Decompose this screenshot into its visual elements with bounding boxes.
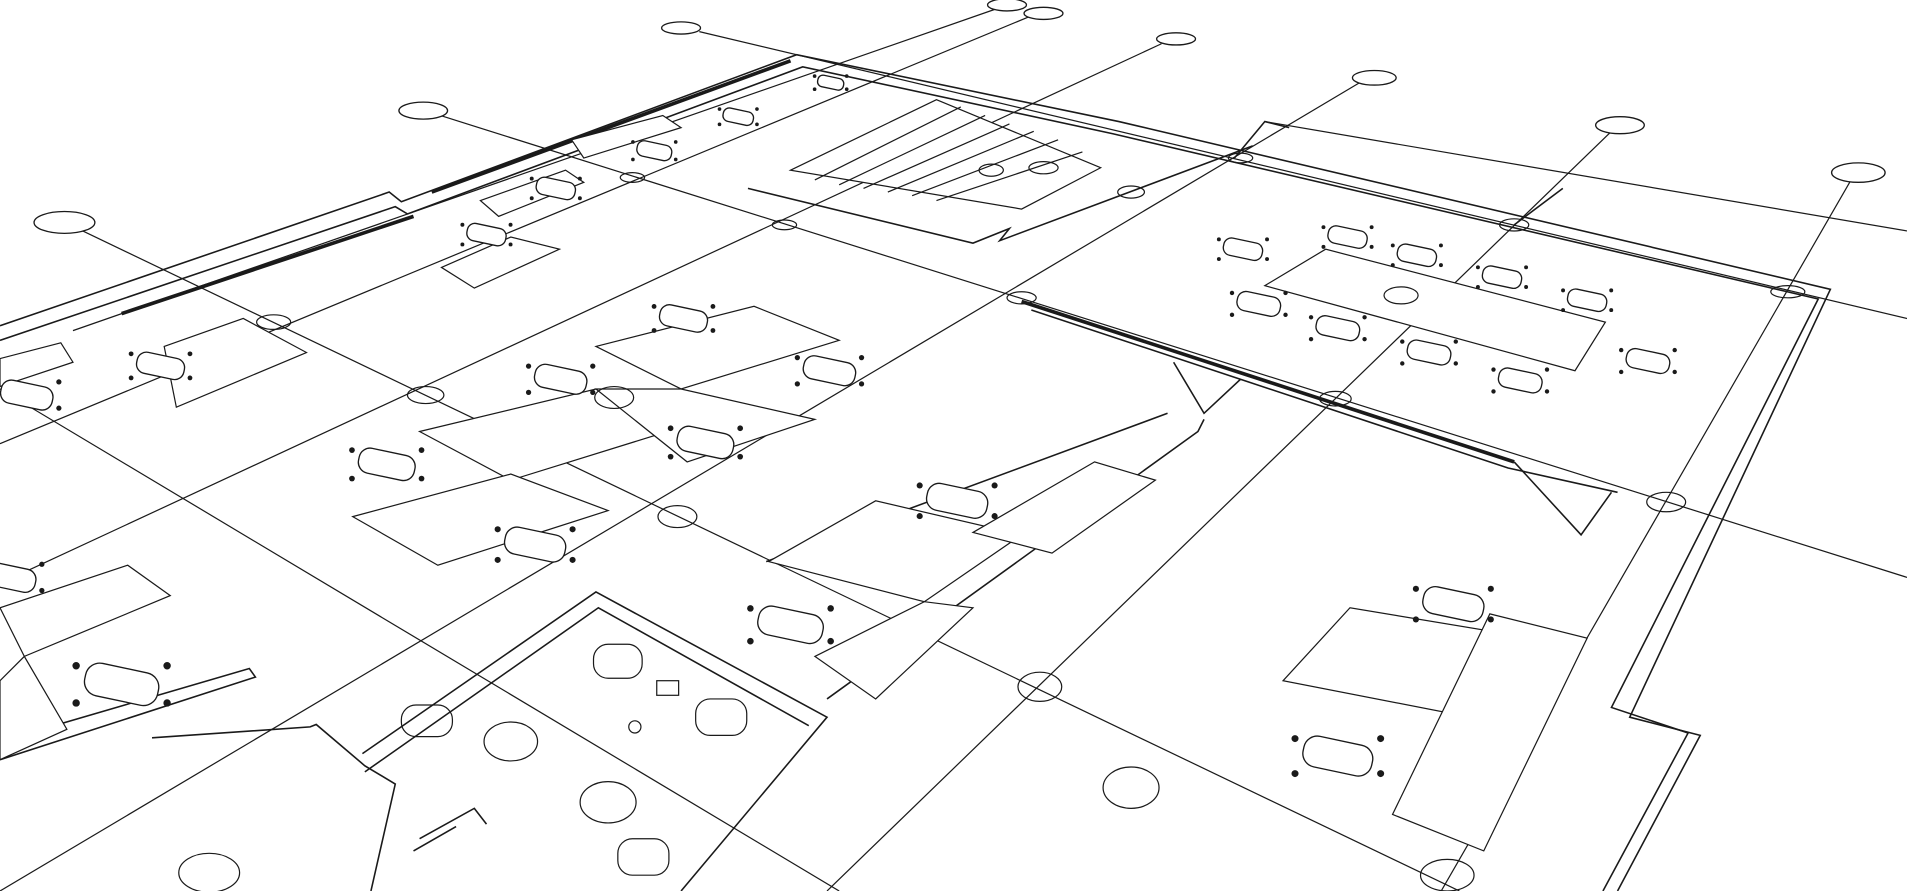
- chair-icon: [667, 425, 744, 460]
- chair-icon: [1412, 585, 1494, 623]
- chair-icon: [1390, 243, 1443, 268]
- chair-icon: [529, 176, 582, 201]
- chair-icon: [1308, 315, 1367, 342]
- bathroom-fixtures: [400, 643, 748, 876]
- round-tables: [178, 286, 1419, 891]
- chair-icon: [631, 140, 678, 162]
- chair-icon: [747, 605, 834, 645]
- chair-icon: [494, 526, 576, 563]
- chair-icon: [128, 351, 193, 381]
- chair-icon: [0, 379, 62, 411]
- chair-icon: [1216, 237, 1270, 262]
- stairs: [788, 99, 1146, 210]
- chair-icon: [651, 304, 716, 333]
- chair-icon: [72, 662, 171, 707]
- chair-icon: [717, 107, 759, 127]
- chair-icon: [916, 482, 998, 520]
- chair-icon: [1561, 288, 1614, 313]
- grid-bubbles: [33, 0, 1886, 891]
- chair-icon: [812, 74, 849, 92]
- chair-icon: [1619, 347, 1677, 375]
- chair-icon: [1291, 735, 1385, 778]
- chair-icon: [1491, 367, 1550, 394]
- chair-icon: [1321, 225, 1374, 249]
- chair-icon: [794, 354, 865, 387]
- desks: [0, 114, 1607, 852]
- chair-icon: [525, 363, 596, 396]
- chair-icon: [1229, 290, 1288, 318]
- chair-icon: [1475, 265, 1529, 290]
- chair-icon: [349, 447, 425, 482]
- chair-icon: [1400, 339, 1458, 366]
- chair-icon: [0, 561, 45, 594]
- chair-icon: [460, 222, 513, 247]
- chairs: [0, 74, 1677, 778]
